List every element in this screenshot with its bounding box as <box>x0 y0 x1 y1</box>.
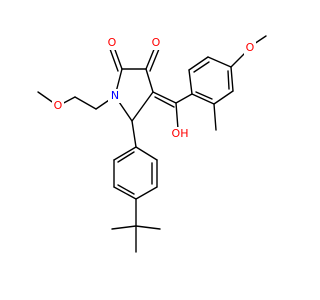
oxygen-ketone-left: O <box>106 36 118 50</box>
bond-cexo-oh <box>175 102 179 130</box>
bond-ar2-4 <box>230 66 234 92</box>
bond-ar2-3 <box>207 56 232 68</box>
bond-ch2-ch2 <box>74 96 97 110</box>
bond-c3-o-a <box>145 46 156 70</box>
oxygen-ketone-top: O <box>150 36 162 50</box>
bond-ar2-2 <box>188 56 209 71</box>
bond-cq-me2 <box>111 225 137 230</box>
bond-c4-cexo-a <box>152 91 177 104</box>
nitrogen-ring-label: N <box>111 89 119 102</box>
atom-labels: O O N O OH O <box>52 36 256 141</box>
bond-ar2-6 <box>191 93 215 105</box>
bond-ar2-d1 <box>193 61 210 73</box>
oxygen-methoxy-aryl-label: O <box>246 41 255 54</box>
oxygen-hydroxyl: OH <box>170 127 190 141</box>
oxygen-hydroxyl-label: OH <box>172 127 189 140</box>
bond-ar2-d3 <box>195 91 213 100</box>
bond-ar2-d2 <box>227 70 230 90</box>
oxygen-methoxy-chain: O <box>52 99 64 113</box>
bond-ar2-methyl <box>213 103 217 131</box>
nitrogen-ring: N <box>108 89 122 103</box>
oxygen-ketone-left-label: O <box>108 36 117 49</box>
molecule-canvas: O O N O OH O <box>37 35 267 253</box>
bond-ar2-methoxy-o <box>230 51 247 68</box>
bond-ar1-1 <box>135 146 158 161</box>
bond-ar2-1 <box>188 69 193 95</box>
bond-ar1-d2 <box>117 184 135 195</box>
bond-c2-o-a <box>113 46 123 70</box>
bond-c3-c4 <box>145 68 154 93</box>
molecule-structure: O O N O OH O <box>37 35 267 253</box>
oxygen-methoxy-chain-label: O <box>54 99 63 112</box>
bond-cexo-aryl <box>175 93 193 104</box>
bond-ar1-3 <box>135 186 158 200</box>
bond-cq-me3 <box>135 225 161 230</box>
bond-ar1-6 <box>113 146 137 161</box>
bond-c2-o-b <box>109 48 119 72</box>
bonds <box>37 35 267 253</box>
bond-ar1-4 <box>113 186 137 200</box>
bond-ar1-d3 <box>117 151 135 163</box>
bond-c3-o-b <box>149 48 160 72</box>
bond-c4-c5 <box>131 91 154 122</box>
oxygen-methoxy-aryl: O <box>244 41 256 55</box>
oxygen-ketone-top-label: O <box>152 36 161 49</box>
bond-ar2-5 <box>213 90 234 105</box>
bond-c5-ar1 <box>131 120 137 148</box>
bond-c4-cexo-b <box>154 96 175 108</box>
